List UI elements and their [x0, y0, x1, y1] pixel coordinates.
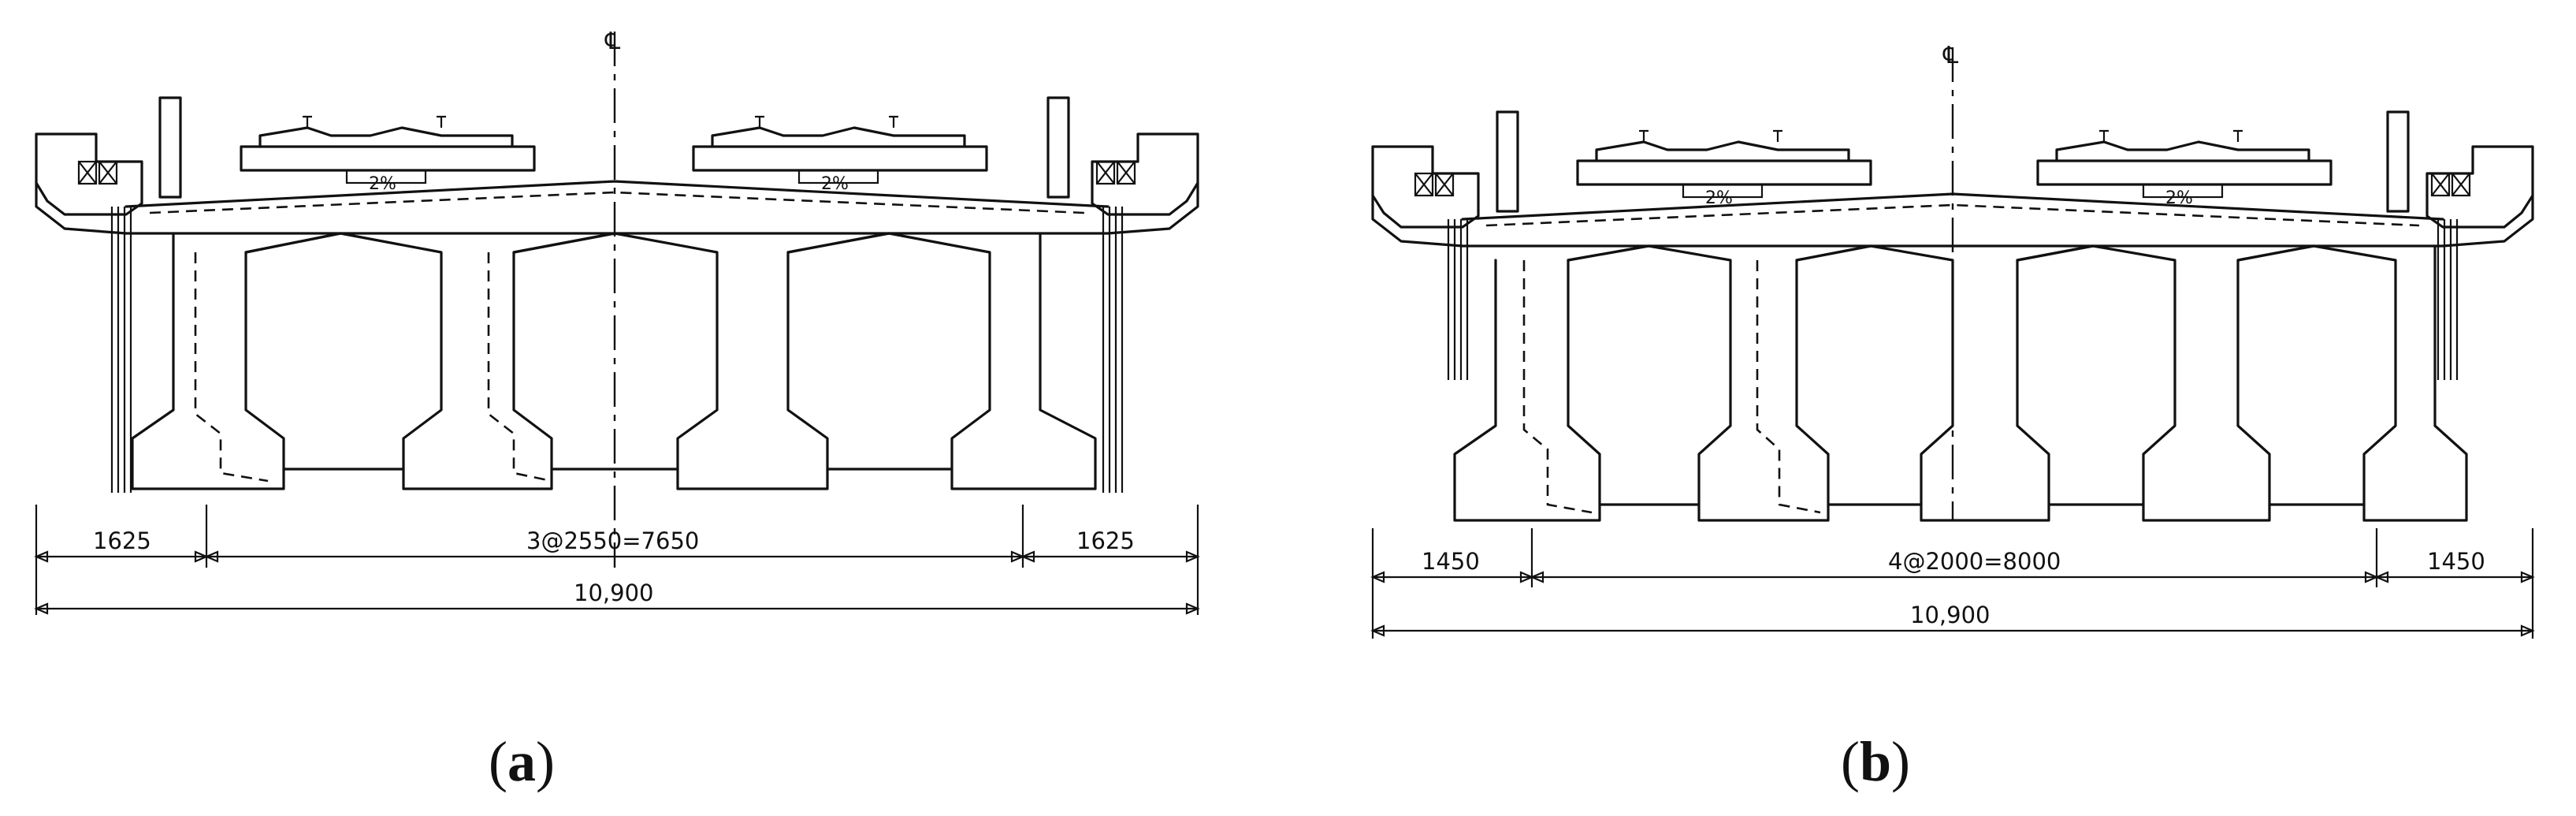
girder-b-3 [1795, 244, 2095, 522]
left-track-bed [258, 126, 514, 148]
panel-label: (b) [1841, 730, 1910, 793]
dim-arrowheads [1370, 571, 2535, 637]
label-open: ( [489, 730, 507, 793]
dim-left: 1450 [1422, 548, 1480, 575]
left-bearing-box-1 [1414, 172, 1434, 197]
left-track-slope-label: 2% [1705, 188, 1733, 208]
centerline-symbol: ℄ [1942, 42, 1958, 69]
right-track-base [797, 169, 879, 184]
left-drain-pipes [110, 207, 132, 493]
left-track-base [345, 169, 427, 184]
girder-a-2 [244, 232, 616, 490]
right-parapet [1091, 132, 1199, 216]
right-track-rails [2099, 129, 2243, 142]
label-letter: b [1860, 730, 1891, 793]
left-track-slab [1576, 159, 1872, 186]
right-track-slope-label: 2% [2165, 188, 2193, 208]
right-track-slope-label: 2% [821, 174, 849, 194]
dim-arrowheads [34, 550, 1200, 615]
right-track-slab [692, 145, 988, 172]
left-parapet [1371, 145, 1480, 229]
left-barrier-post [1496, 110, 1519, 213]
right-barrier-post [1046, 96, 1070, 199]
girder-b-1-hidden [1522, 260, 1593, 514]
dim-total: 10,900 [1910, 602, 1990, 628]
girder-a-2-hidden [487, 252, 552, 483]
left-cantilever-underside [1371, 194, 1464, 248]
girder-b-4 [2016, 244, 2315, 522]
left-track-rails [303, 115, 446, 128]
left-track-slope-label: 2% [369, 174, 396, 194]
girder-b-2-hidden [1756, 260, 1821, 514]
dim-middle: 4@2000=8000 [1888, 548, 2061, 575]
left-bearing-cross [78, 161, 117, 184]
label-letter: a [507, 730, 536, 793]
left-barrier-post [158, 96, 182, 199]
right-track-bed [2055, 140, 2310, 162]
right-track-slab [2036, 159, 2333, 186]
deck-waterproof-layer [149, 191, 1085, 214]
left-bearing-box-2 [98, 160, 118, 185]
left-bearing-box-1 [77, 160, 98, 185]
panel-b: 2% 2% ℄ 1450 4@2000=8000 1450 10,900 (b) [1370, 42, 2535, 793]
left-track-base [1682, 183, 1764, 199]
left-track-slab [240, 145, 536, 172]
dim-extension-lines [1371, 528, 2534, 639]
girder-a-1-hidden [194, 252, 269, 483]
centerline-symbol: ℄ [604, 28, 620, 55]
right-bearing-box-1 [2451, 172, 2471, 197]
deck-top-surface [125, 180, 1110, 208]
dim-extension-lines [35, 505, 1199, 615]
label-close: ) [1891, 730, 1910, 793]
left-track-bed [1595, 140, 1850, 162]
girder-a-4 [786, 232, 1097, 490]
dim-middle: 3@2550=7650 [526, 527, 699, 554]
girder-b-5 [2236, 244, 2468, 522]
label-open: ( [1841, 730, 1860, 793]
right-cantilever-underside [2441, 194, 2534, 248]
right-bearing-cross [1096, 161, 1136, 184]
dim-total: 10,900 [574, 579, 653, 606]
right-bearing-box-2 [1095, 160, 1116, 185]
right-track-base [2142, 183, 2224, 199]
label-close: ) [536, 730, 555, 793]
panel-a: 2% 2% ℄ 1625 3@2550=7650 1625 10,900 (a) [34, 28, 1200, 793]
girder-a-1 [131, 232, 342, 490]
right-drain-pipes [2437, 219, 2459, 380]
left-parapet [35, 132, 143, 216]
panel-label: (a) [489, 730, 555, 793]
deck-waterproof-layer [1485, 203, 2420, 227]
dim-right: 1625 [1076, 527, 1135, 554]
right-track-bed [711, 126, 966, 148]
right-bearing-box-2 [2430, 172, 2451, 197]
right-barrier-post [2386, 110, 2410, 213]
left-track-rails [1639, 129, 1782, 142]
left-drain-pipes [1447, 219, 1469, 380]
right-parapet [2425, 145, 2534, 229]
right-cantilever-underside [1106, 181, 1199, 235]
dim-right: 1450 [2427, 548, 2485, 575]
left-bearing-cross [1414, 173, 1454, 196]
dim-left: 1625 [93, 527, 151, 554]
left-bearing-box-2 [1434, 172, 1455, 197]
right-track-rails [755, 115, 898, 128]
right-bearing-cross [2431, 173, 2470, 196]
right-bearing-box-1 [1116, 160, 1136, 185]
girder-b-1 [1453, 244, 1650, 522]
girder-b-2 [1567, 244, 1872, 522]
left-cantilever-underside [35, 181, 128, 235]
girder-a-3 [512, 232, 890, 490]
right-drain-pipes [1102, 207, 1124, 493]
